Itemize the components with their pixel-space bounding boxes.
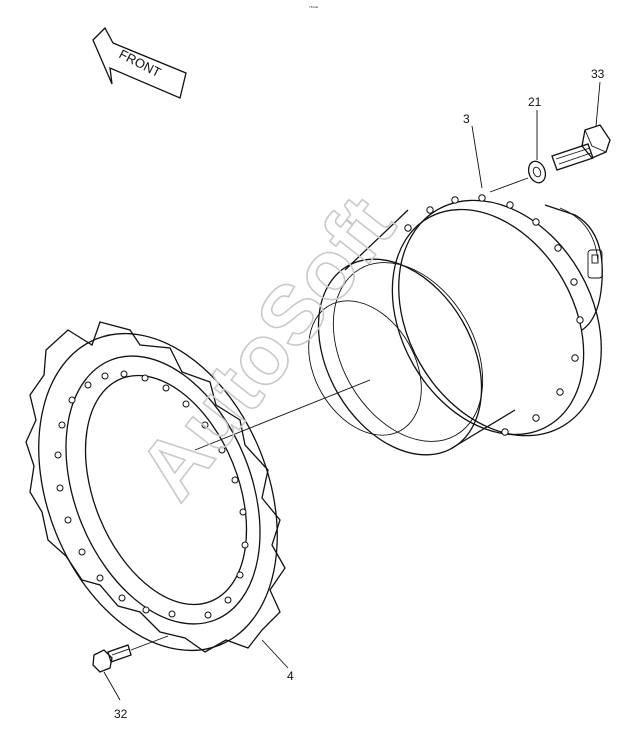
top-mark: ⁷⁶ⁿⁿⁿ xyxy=(309,5,319,11)
callout-4: 4 xyxy=(287,669,294,683)
front-label: FRONT xyxy=(117,46,164,80)
bolt-33 xyxy=(551,124,611,171)
callout-32: 32 xyxy=(114,707,128,721)
callout-3: 3 xyxy=(463,112,470,126)
sprocket xyxy=(25,321,286,653)
leader-4 xyxy=(261,639,289,669)
leader-32 xyxy=(103,671,121,701)
bolt-32 xyxy=(92,635,169,673)
leader-3 xyxy=(471,125,483,189)
callout-21: 21 xyxy=(528,95,542,109)
axis-line xyxy=(194,379,371,451)
callout-33: 33 xyxy=(591,67,605,81)
leader-33 xyxy=(595,81,601,127)
travel-motor-assembly xyxy=(308,194,603,456)
front-direction-arrow: FRONT xyxy=(92,26,187,99)
washer xyxy=(489,160,547,193)
